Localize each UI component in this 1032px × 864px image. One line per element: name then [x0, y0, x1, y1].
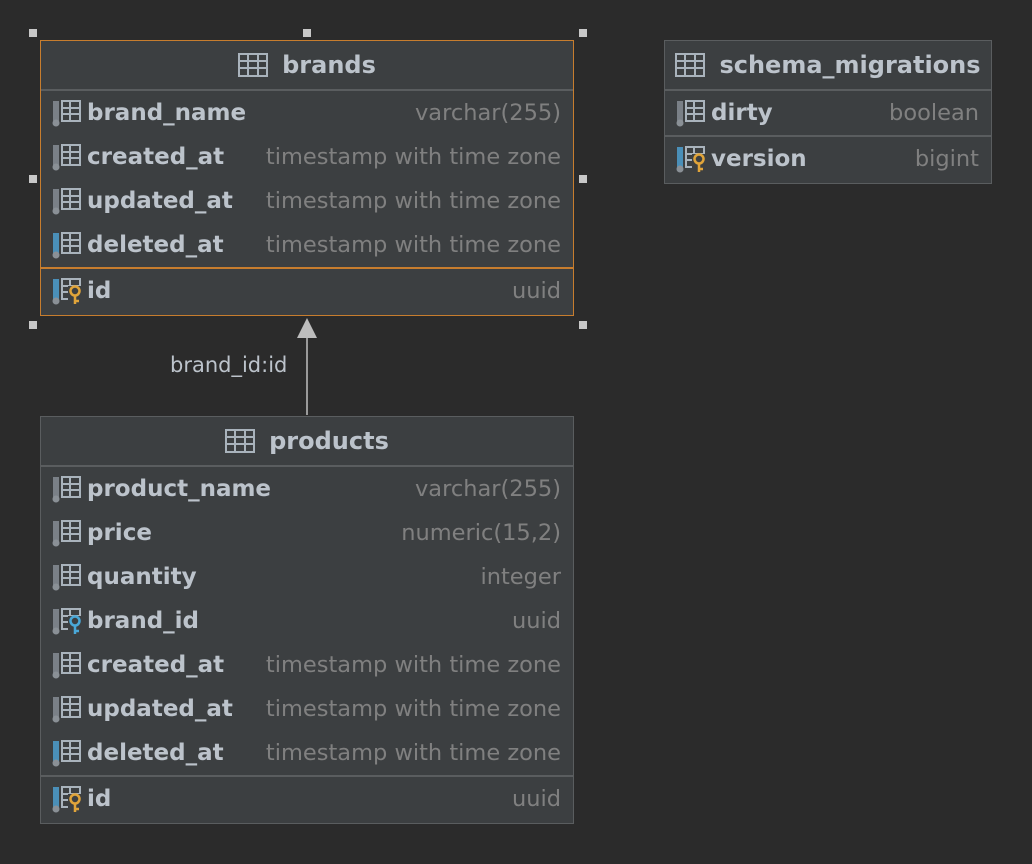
- selection-handle[interactable]: [29, 321, 37, 329]
- table-header[interactable]: brands: [41, 41, 573, 91]
- table-header[interactable]: products: [41, 417, 573, 467]
- table-title: brands: [282, 51, 376, 79]
- column-type: integer: [480, 564, 561, 590]
- column-name: created_at: [87, 652, 225, 678]
- selection-handle[interactable]: [579, 29, 587, 37]
- table-header[interactable]: schema_migrations: [665, 41, 991, 91]
- column-icon: [51, 143, 87, 171]
- column-notnull-icon: [51, 231, 87, 259]
- column-name: created_at: [87, 144, 225, 170]
- column-type: timestamp with time zone: [265, 188, 561, 214]
- column-row[interactable]: created_at timestamp with time zone: [41, 135, 573, 179]
- column-row[interactable]: brand_id uuid: [41, 599, 573, 643]
- foreign-key-icon: [51, 607, 87, 635]
- column-name: version: [711, 146, 807, 172]
- column-icon: [51, 519, 87, 547]
- column-type: varchar(255): [414, 476, 561, 502]
- table-products[interactable]: products product_name varchar(255) price nu…: [40, 416, 574, 824]
- column-notnull-icon: [51, 739, 87, 767]
- column-name: deleted_at: [87, 232, 224, 258]
- column-type: uuid: [511, 278, 561, 304]
- column-icon: [51, 695, 87, 723]
- column-type: bigint: [914, 146, 979, 172]
- column-row[interactable]: updated_at timestamp with time zone: [41, 687, 573, 731]
- column-row[interactable]: brand_name varchar(255): [41, 91, 573, 135]
- column-name: id: [87, 786, 112, 812]
- column-name: price: [87, 520, 152, 546]
- column-type: timestamp with time zone: [265, 144, 561, 170]
- table-title: schema_migrations: [719, 51, 981, 79]
- relation-arrowhead: [297, 318, 317, 338]
- column-name: updated_at: [87, 188, 233, 214]
- selection-handle[interactable]: [29, 175, 37, 183]
- column-row[interactable]: price numeric(15,2): [41, 511, 573, 555]
- selection-handle[interactable]: [303, 29, 311, 37]
- primary-key-row[interactable]: id uuid: [41, 267, 573, 313]
- column-icon: [51, 563, 87, 591]
- column-type: uuid: [511, 786, 561, 812]
- table-icon: [238, 53, 269, 77]
- column-row[interactable]: dirty boolean: [665, 91, 991, 135]
- column-type: numeric(15,2): [401, 520, 561, 546]
- column-name: id: [87, 278, 112, 304]
- column-type: boolean: [889, 100, 979, 126]
- column-name: brand_id: [87, 608, 200, 634]
- selection-handle[interactable]: [579, 175, 587, 183]
- column-icon: [51, 475, 87, 503]
- column-type: uuid: [511, 608, 561, 634]
- column-row[interactable]: deleted_at timestamp with time zone: [41, 731, 573, 775]
- column-row[interactable]: quantity integer: [41, 555, 573, 599]
- column-name: brand_name: [87, 100, 247, 126]
- column-icon: [675, 99, 711, 127]
- column-icon: [51, 651, 87, 679]
- column-row[interactable]: updated_at timestamp with time zone: [41, 179, 573, 223]
- column-name: deleted_at: [87, 740, 224, 766]
- table-icon: [675, 53, 706, 77]
- column-row[interactable]: product_name varchar(255): [41, 467, 573, 511]
- table-schema-migrations[interactable]: schema_migrations dirty boolean version big…: [664, 40, 992, 184]
- primary-key-icon: [51, 277, 87, 305]
- column-type: timestamp with time zone: [265, 740, 561, 766]
- column-name: dirty: [711, 100, 773, 126]
- column-row[interactable]: deleted_at timestamp with time zone: [41, 223, 573, 267]
- column-type: varchar(255): [414, 100, 561, 126]
- relation-label: brand_id:id: [170, 353, 288, 377]
- table-title: products: [269, 427, 389, 455]
- column-type: timestamp with time zone: [265, 696, 561, 722]
- primary-key-row[interactable]: version bigint: [665, 135, 991, 181]
- selection-handle[interactable]: [29, 29, 37, 37]
- column-type: timestamp with time zone: [265, 652, 561, 678]
- primary-key-icon: [675, 145, 711, 173]
- primary-key-icon: [51, 785, 87, 813]
- table-icon: [225, 429, 256, 453]
- column-name: updated_at: [87, 696, 233, 722]
- selection-handle[interactable]: [579, 321, 587, 329]
- primary-key-row[interactable]: id uuid: [41, 775, 573, 821]
- column-icon: [51, 99, 87, 127]
- column-name: product_name: [87, 476, 272, 502]
- column-name: quantity: [87, 564, 197, 590]
- column-row[interactable]: created_at timestamp with time zone: [41, 643, 573, 687]
- column-icon: [51, 187, 87, 215]
- column-type: timestamp with time zone: [265, 232, 561, 258]
